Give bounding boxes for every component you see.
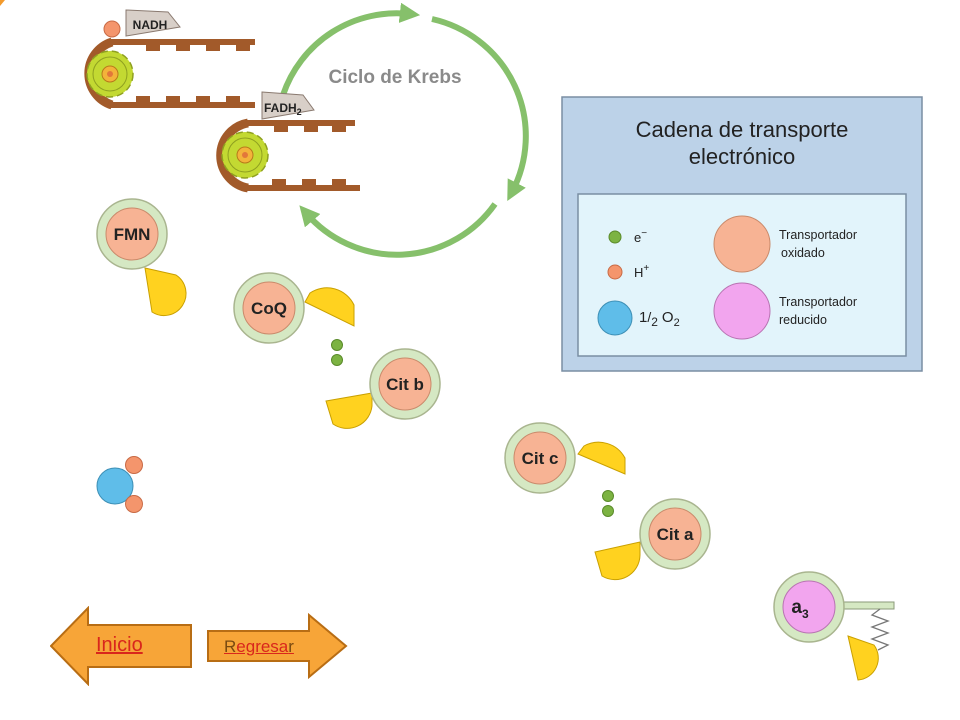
krebs-arrow-bottom bbox=[299, 202, 498, 258]
krebs-cycle: Ciclo de Krebs bbox=[280, 2, 529, 258]
electron-dot bbox=[331, 339, 343, 351]
legend-oxidized-line2: oxidado bbox=[781, 246, 825, 260]
nadh-label: NADH bbox=[133, 18, 168, 32]
coq-yellow-tab bbox=[304, 287, 355, 327]
inicio-button[interactable]: Inicio bbox=[50, 606, 193, 686]
legend-reduced-line2: reducido bbox=[779, 313, 827, 327]
legend-proton-label: H+ bbox=[634, 263, 649, 280]
nadh-proton bbox=[103, 20, 121, 38]
water-molecule bbox=[96, 456, 143, 513]
legend-proton-icon bbox=[607, 264, 623, 280]
corner-mark bbox=[0, 0, 5, 6]
legend-electron-label: e− bbox=[634, 228, 647, 245]
a3-label: a3 bbox=[791, 597, 809, 621]
legend-oxidized-icon bbox=[713, 215, 771, 273]
legend-electron-icon bbox=[608, 230, 622, 244]
krebs-label: Ciclo de Krebs bbox=[328, 67, 461, 88]
cita-yellow-tab bbox=[594, 541, 641, 581]
coq-label: CoQ bbox=[251, 299, 287, 318]
citb-yellow-tab bbox=[325, 392, 373, 429]
a3-yellow-tab bbox=[847, 635, 879, 681]
legend-reduced-line1: Transportador bbox=[779, 295, 857, 309]
a3-arm bbox=[841, 601, 895, 610]
nadh-tag bbox=[125, 9, 181, 37]
fadh-tag bbox=[261, 91, 315, 120]
fadh-assembly: FADH2 bbox=[216, 91, 360, 193]
legend-panel: Cadena de transporte electrónico e− H+ 1… bbox=[561, 96, 923, 372]
carrier-citb: Cit b bbox=[325, 348, 441, 429]
krebs-arrow-right bbox=[431, 16, 529, 202]
regresar-link[interactable]: Regresar bbox=[224, 637, 294, 657]
carrier-citc: Cit c bbox=[504, 422, 626, 494]
citc-yellow-tab bbox=[577, 441, 626, 475]
regresar-first-letter: R bbox=[224, 637, 237, 656]
inicio-link[interactable]: Inicio bbox=[96, 634, 143, 656]
regresar-button[interactable]: Regresar bbox=[206, 613, 348, 679]
citc-label: Cit c bbox=[522, 449, 559, 468]
carrier-coq: CoQ bbox=[233, 272, 355, 344]
carrier-cita: Cit a bbox=[594, 498, 711, 581]
fadh-label: FADH2 bbox=[264, 101, 302, 117]
regresar-last-letter: r bbox=[288, 637, 294, 656]
fmn-yellow-tab bbox=[144, 267, 187, 317]
fmn-label: FMN bbox=[114, 225, 151, 244]
nadh-assembly: NADH bbox=[84, 9, 255, 110]
legend-title-line1: Cadena de transporte bbox=[636, 117, 849, 142]
electron-dot bbox=[602, 490, 614, 502]
left-arrow-icon bbox=[50, 606, 192, 686]
cita-label: Cit a bbox=[657, 525, 694, 544]
legend-oxidized-line1: Transportador bbox=[779, 228, 857, 242]
electron-dot bbox=[331, 354, 343, 366]
citb-label: Cit b bbox=[386, 375, 424, 394]
carrier-a3: a3 bbox=[773, 571, 895, 681]
legend-oxygen-icon bbox=[597, 300, 633, 336]
legend-reduced-icon bbox=[713, 282, 771, 340]
krebs-arrow-top bbox=[280, 2, 421, 96]
electron-dot bbox=[602, 505, 614, 517]
right-arrow-icon bbox=[207, 613, 348, 679]
legend-title-line2: electrónico bbox=[689, 144, 795, 169]
a3-spring bbox=[870, 608, 890, 651]
carrier-fmn: FMN bbox=[96, 198, 187, 317]
regresar-mid: egresa bbox=[236, 637, 289, 656]
